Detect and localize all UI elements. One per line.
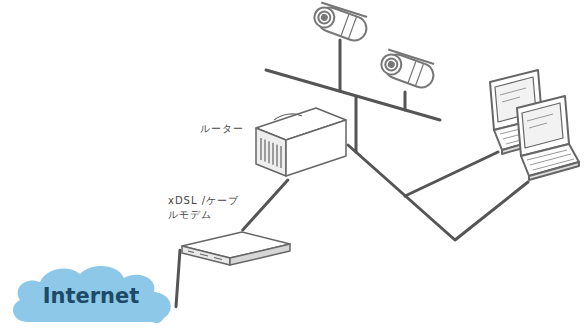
device-label: ルーター: [200, 122, 244, 136]
network-cables: [266, 40, 528, 240]
modem-device: xDSL /ケーブ ルモデム: [180, 230, 292, 266]
network-cable: [243, 180, 288, 230]
device-label: xDSL /ケーブ ルモデム: [168, 194, 244, 222]
network-cable: [176, 250, 180, 306]
modem-outline: [180, 230, 292, 266]
camera-stem: [404, 92, 407, 110]
modem-shape: [182, 232, 290, 265]
cloud-label: Internet: [43, 284, 140, 308]
lan-cable: [348, 145, 528, 240]
internet-cloud: Internet: [6, 262, 176, 324]
laptop-cable: [405, 152, 498, 196]
camera-stem: [339, 40, 342, 91]
link-cable: [355, 97, 358, 152]
router-shape: [256, 108, 346, 176]
router-outline: [254, 106, 348, 180]
router-device: ルーター: [254, 106, 348, 180]
camera-icon: [378, 47, 438, 91]
camera-icon: [311, 0, 371, 44]
laptop-icon: [517, 96, 579, 180]
cloud-shape: [13, 266, 171, 323]
